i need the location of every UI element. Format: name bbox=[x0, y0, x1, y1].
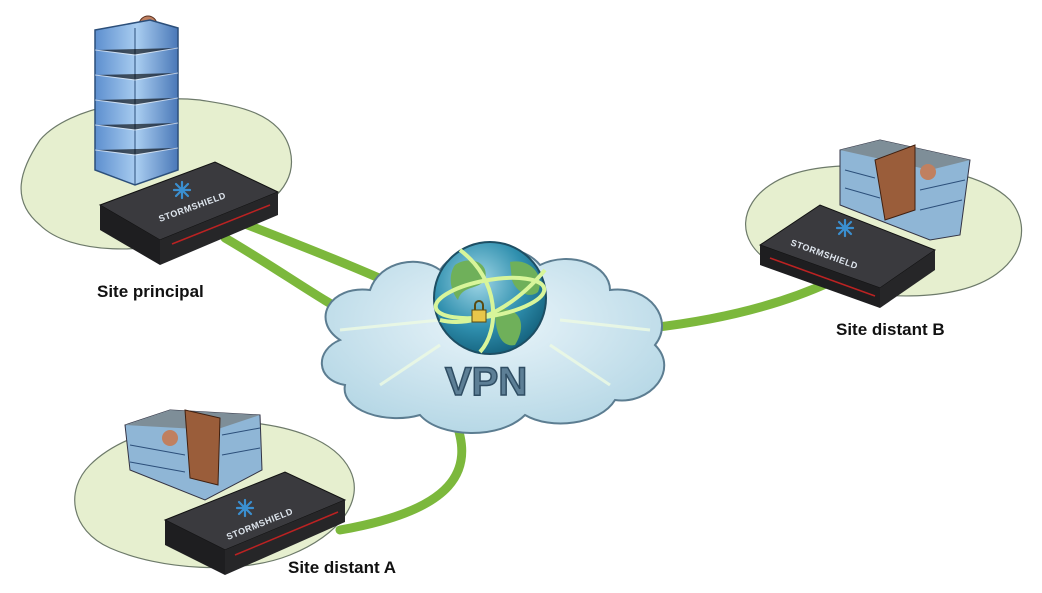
site-label-distant-a: Site distant A bbox=[288, 558, 396, 577]
link-principal-1 bbox=[235, 217, 400, 290]
firewall-device-distant-b: STORMSHIELD bbox=[758, 204, 937, 308]
vpn-label: VPN bbox=[445, 360, 527, 404]
lock-icon bbox=[471, 300, 487, 323]
cloud-light-rays bbox=[339, 318, 651, 387]
link-distant-b bbox=[645, 277, 835, 333]
site-label-principal: Site principal bbox=[97, 282, 204, 301]
link-distant-a bbox=[335, 415, 467, 535]
firewall-device-principal: STORMSHIELD bbox=[98, 161, 280, 265]
firewall-device-distant-a: STORMSHIELD bbox=[163, 471, 347, 575]
globe-icon bbox=[433, 241, 547, 355]
stormshield-logo-icon bbox=[235, 498, 255, 518]
stormshield-logo-icon bbox=[835, 218, 855, 238]
stormshield-logo-icon bbox=[172, 180, 192, 200]
tower-building-icon bbox=[94, 15, 179, 186]
office-building-icon-a bbox=[124, 409, 263, 501]
site-label-distant-b: Site distant B bbox=[836, 320, 945, 339]
office-building-icon-b bbox=[839, 139, 971, 241]
